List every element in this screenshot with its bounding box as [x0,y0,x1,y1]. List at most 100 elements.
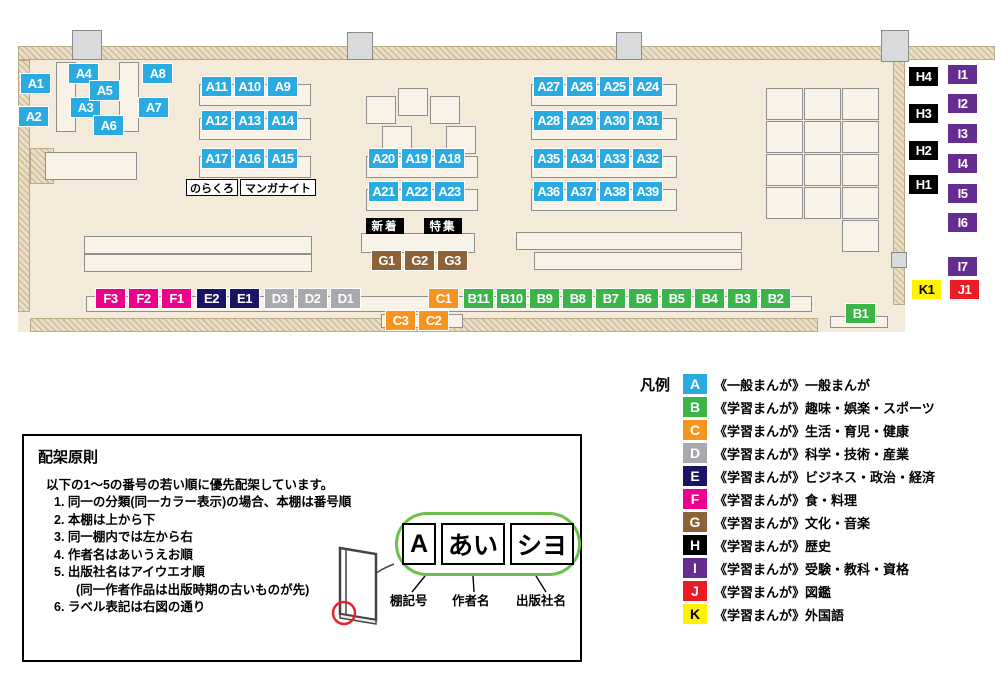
shelf-unit [804,121,841,153]
shelf-unit [766,88,803,120]
caption-author-name: 作者名 [452,594,490,608]
shelf-unit [842,187,879,219]
map-label-B10: B10 [496,288,527,309]
map-label-I1: I1 [947,64,978,85]
map-label-H4: H4 [908,66,939,87]
map-label-I4: I4 [947,153,978,174]
map-label-C3: C3 [385,310,416,331]
principles-title: 配架原則 [38,449,99,466]
shelf-unit [842,154,879,186]
map-label-F2: F2 [128,288,159,309]
principles-rule: 5. 出版社名はアイウエオ順 [54,565,205,579]
map-label-I3: I3 [947,123,978,144]
wall [18,60,30,312]
shelf-unit [766,121,803,153]
map-label-D1: D1 [330,288,361,309]
map-label-F3: F3 [95,288,126,309]
map-label-A36: A36 [533,181,564,202]
map-label-A29: A29 [566,110,597,131]
shelf-unit [804,88,841,120]
principles-rule: 1. 同一の分類(同一カラー表示)の場合、本棚は番号順 [54,495,352,509]
map-label-B11: B11 [463,288,494,309]
legend-chip-J: J [683,581,707,601]
legend-row-B: B《学習まんが》趣味・娯楽・スポーツ [683,397,935,417]
legend-label: 《学習まんが》受験・教科・資格 [714,561,910,577]
map-label-B4: B4 [694,288,725,309]
map-label-A26: A26 [566,76,597,97]
legend-row-K: K 《学習まんが》外国語 [683,604,935,624]
pillar [881,30,909,62]
legend-label: 《学習まんが》科学・技術・産業 [714,446,910,462]
map-label-A33: A33 [599,148,630,169]
map-label-B9: B9 [529,288,560,309]
shelf-unit [430,96,460,124]
legend-chip-K: K [683,604,707,624]
map-label-A30: A30 [599,110,630,131]
map-label-A10: A10 [234,76,265,97]
legend-items: A《一般まんが》一般まんが B《学習まんが》趣味・娯楽・スポーツ C 《学習まんが》生… [683,374,935,624]
shelf-unit [516,232,742,250]
map-label-A28: A28 [533,110,564,131]
map-label-A2: A2 [18,106,49,127]
legend-chip-C: C [683,420,707,440]
shelf-unit [766,187,803,219]
map-label-I2: I2 [947,93,978,114]
map-label-H3: H3 [908,103,939,124]
map-label-A34: A34 [566,148,597,169]
legend-label: 《学習まんが》図鑑 [714,584,832,600]
map-label-A13: A13 [234,110,265,131]
legend-chip-B: B [683,397,707,417]
map-label-A22: A22 [401,181,432,202]
map-label-B1: B1 [845,303,876,324]
map-label-A1: A1 [20,73,51,94]
map-label-D2: D2 [297,288,328,309]
legend-label: 《学習まんが》生活・育児・健康 [714,423,910,439]
special-label: マンガナイト [240,179,316,196]
legend-row-D: D 《学習まんが》科学・技術・産業 [683,443,935,463]
special-label: のらくろ [186,179,238,196]
principles-rule: 4. 作者名はあいうえお順 [54,547,193,562]
map-label-A4: A4 [68,63,99,84]
shelf-unit [398,88,428,116]
legend-row-F: F《学習まんが》食・料理 [683,489,935,509]
legend-chip-D: D [683,443,707,463]
legend-label: 《一般まんが》一般まんが [714,377,871,393]
map-label-A17: A17 [201,148,232,169]
example-shelf-code: A [401,523,436,565]
legend-label: 《学習まんが》外国語 [714,607,845,623]
map-label-A12: A12 [201,110,232,131]
principles-rule: 3. 同一棚内では左から右 [54,530,193,544]
legend-chip-F: F [683,489,707,509]
map-label-A38: A38 [599,181,630,202]
principles-intro: 以下の1〜5の番号の若い順に優先配架しています。 [46,478,334,492]
shelf-unit [45,152,137,180]
legend-row-H: H《学習まんが》歴史 [683,535,935,555]
map-label-B6: B6 [628,288,659,309]
map-label-F1: F1 [161,288,192,309]
map-label-C1: C1 [428,288,459,309]
pillar [616,32,642,60]
shelf-unit [366,96,396,124]
map-label-A9: A9 [267,76,298,97]
map-label-B8: B8 [562,288,593,309]
legend-row-J: J 《学習まんが》図鑑 [683,581,935,601]
map-label-G1: G1 [371,250,402,271]
caption-shelf-code: 棚記号 [390,594,428,608]
legend-label: 《学習まんが》文化・音楽 [714,515,871,531]
map-label-A8: A8 [142,63,173,84]
legend-chip-H: H [683,535,707,555]
map-label-A37: A37 [566,181,597,202]
map-label-A23: A23 [434,181,465,202]
map-label-E2: E2 [196,288,227,309]
legend-row-A: A《一般まんが》一般まんが [683,374,935,394]
map-label-C2: C2 [418,310,449,331]
legend-chip-E: E [683,466,707,486]
map-label-A3: A3 [70,97,101,118]
map-label-I6: I6 [947,212,978,233]
map-label-A18: A18 [434,148,465,169]
legend-row-E: E《学習まんが》ビジネス・政治・経済 [683,466,935,486]
map-label-A20: A20 [368,148,399,169]
example-publisher-name: シヨ [510,523,575,565]
